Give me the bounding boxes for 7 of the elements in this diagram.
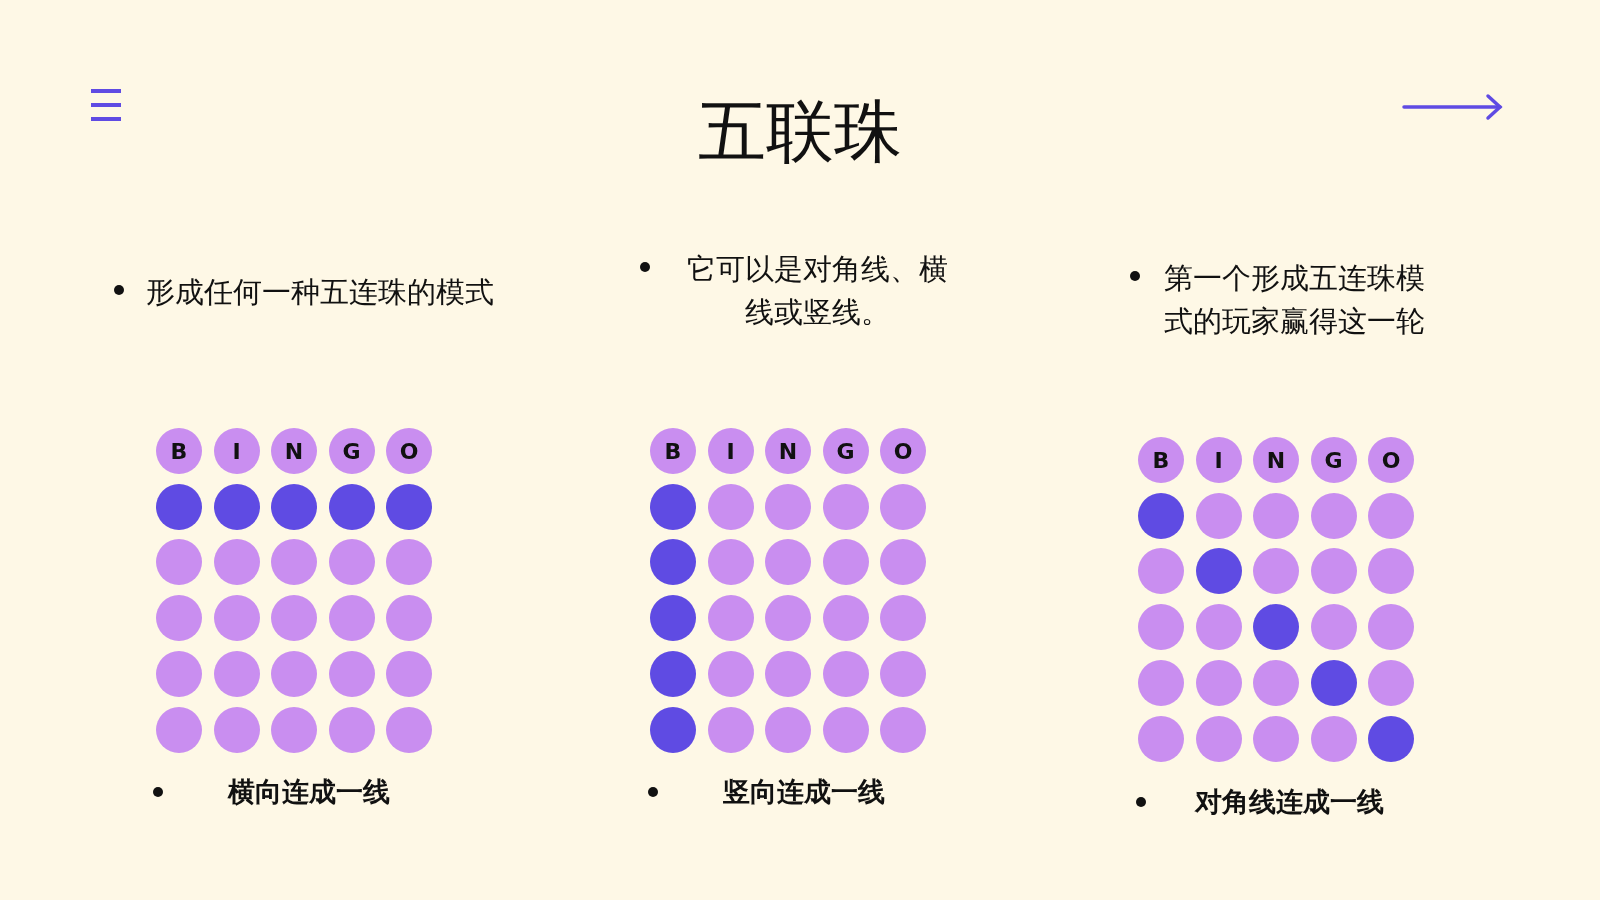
caption: 横向连成一线: [228, 775, 390, 809]
bullet-text: 第一个形成五连珠模式的玩家赢得这一轮: [1164, 260, 1426, 340]
bullet-text: 形成任何一种五连珠的模式: [146, 274, 495, 311]
title: 五联珠: [697, 98, 903, 166]
caption: 竖向连成一线: [723, 775, 885, 809]
caption: 对角线连成一线: [1195, 785, 1384, 819]
bullet-text: 它可以是对角线、横线或竖线。: [685, 251, 949, 331]
